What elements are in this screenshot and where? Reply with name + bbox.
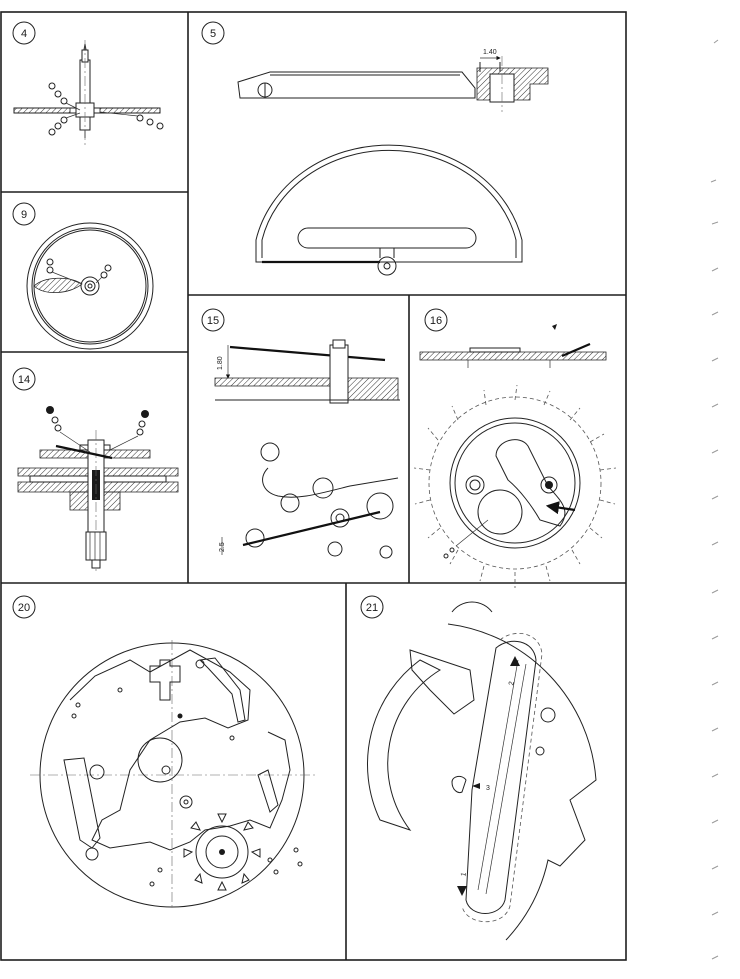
figure-number: 4 bbox=[21, 28, 27, 40]
panel-grid bbox=[0, 11, 627, 961]
ratchet-section-drawing bbox=[419, 324, 607, 368]
figure-4: 4 bbox=[12, 21, 164, 145]
pawl-lever-section-drawing: 1.80 bbox=[214, 339, 400, 404]
figure-number-badge: 21 bbox=[360, 595, 384, 619]
lever-detail-drawing: 2 3 1 bbox=[367, 601, 597, 941]
pawl-lever-plan-view: 2.5 bbox=[219, 442, 399, 559]
figure-number-badge: 4 bbox=[12, 21, 36, 45]
ratchet-wheel-plan-view bbox=[413, 384, 617, 588]
figure-number: 21 bbox=[366, 602, 378, 614]
figure-number: 15 bbox=[207, 315, 219, 327]
figure-number-badge: 15 bbox=[201, 308, 225, 332]
oscillating-weight-plan-view bbox=[255, 144, 523, 276]
figure-15: 15 1.80 2.5 bbox=[201, 308, 400, 559]
figure-number-badge: 14 bbox=[12, 367, 36, 391]
figure-9: 9 bbox=[12, 202, 154, 350]
dimension-label: 2.5 bbox=[219, 542, 226, 552]
dimension-label: 1.40 bbox=[483, 49, 497, 56]
callout-label: 3 bbox=[486, 785, 490, 792]
figure-number: 16 bbox=[430, 315, 442, 327]
figure-16: 16 bbox=[413, 308, 617, 588]
callout-label: 2 bbox=[508, 681, 516, 686]
figure-number: 9 bbox=[21, 209, 27, 221]
figure-20: 20 bbox=[12, 595, 318, 910]
figure-5: 5 1.40 bbox=[201, 21, 549, 276]
arbor-wheel-drawing bbox=[13, 40, 164, 145]
figure-21: 21 2 3 1 bbox=[360, 595, 597, 941]
barrel-section-drawing bbox=[17, 406, 179, 572]
figure-number-badge: 5 bbox=[201, 21, 225, 45]
figure-number: 14 bbox=[18, 374, 30, 386]
figure-number-badge: 20 bbox=[12, 595, 36, 619]
margin-ticks bbox=[710, 39, 719, 960]
figure-14: 14 bbox=[12, 367, 179, 572]
figure-number-badge: 9 bbox=[12, 202, 36, 226]
callout-label: 1 bbox=[460, 872, 468, 877]
balance-wheel-drawing bbox=[26, 222, 154, 350]
dimension-label: 1.80 bbox=[217, 356, 224, 370]
figure-number: 20 bbox=[18, 602, 30, 614]
figure-number: 5 bbox=[210, 28, 216, 40]
oscillating-weight-side-view: 1.40 bbox=[237, 49, 549, 112]
figure-number-badge: 16 bbox=[424, 308, 448, 332]
movement-plan-drawing bbox=[30, 640, 318, 910]
